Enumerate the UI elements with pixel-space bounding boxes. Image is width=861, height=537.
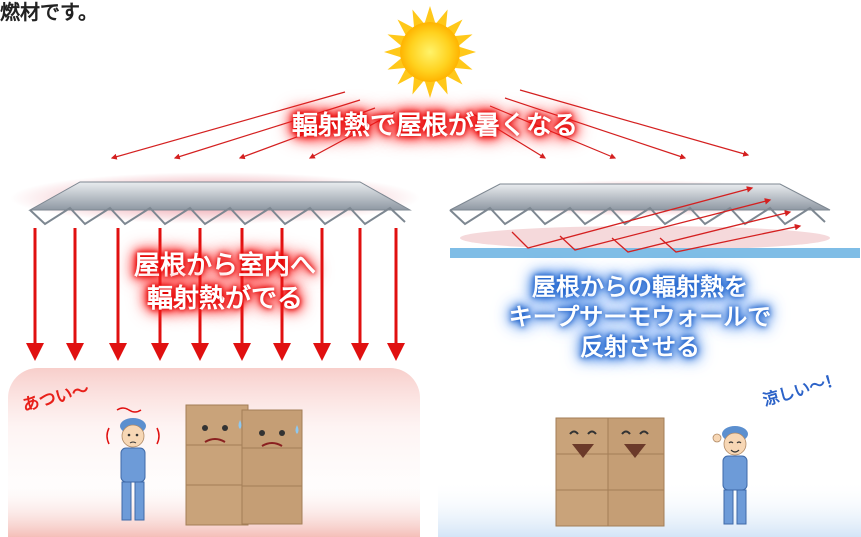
sun-icon — [384, 6, 476, 98]
sun-ray — [455, 58, 473, 70]
left-message-line-1: 屋根から室内へ — [133, 251, 316, 281]
cool-cardboard-boxes — [555, 417, 665, 527]
hot-cardboard-boxes — [185, 404, 303, 526]
left-roof — [28, 181, 412, 211]
sun-ray — [424, 6, 436, 23]
keep-thermo-wall-layer — [450, 248, 860, 258]
right-roof-corrugation — [449, 206, 826, 226]
sun-ray — [412, 9, 424, 27]
sun-ray — [459, 46, 476, 58]
right-message-line-2: キープサーモウォールで — [508, 303, 772, 331]
hot-worker-figure — [106, 407, 160, 521]
right-roof — [449, 183, 831, 211]
left-roof-corrugation — [29, 206, 406, 226]
sun-ray — [424, 81, 436, 98]
right-reflect-glow — [460, 226, 830, 250]
sun-ray — [412, 77, 424, 95]
sun-ray — [384, 46, 401, 58]
right-panel-message: 屋根からの輻射熱を キープサーモウォールで 反射させる — [470, 272, 810, 362]
top-caption-fragment: 燃材です。 — [0, 0, 98, 24]
right-message-line-3: 反射させる — [580, 333, 700, 361]
headline-roof-gets-hot: 輻射熱で屋根が暑くなる — [291, 111, 578, 141]
incoming-sun-rays — [110, 89, 750, 160]
sun-ray — [387, 58, 405, 70]
sun-ray — [455, 34, 473, 46]
right-message-line-1: 屋根からの輻射熱を — [532, 273, 748, 301]
reflected-heat-arrows — [511, 186, 802, 253]
sun-ray — [436, 9, 448, 27]
sun-ray — [436, 77, 448, 95]
left-message-line-2: 輻射熱がでる — [146, 283, 303, 314]
cool-worker-figure — [712, 426, 748, 525]
left-radiant-heat-arrows — [26, 228, 405, 361]
sun-ray — [387, 34, 405, 46]
left-panel-message: 屋根から室内へ 輻射熱がでる — [70, 250, 380, 315]
